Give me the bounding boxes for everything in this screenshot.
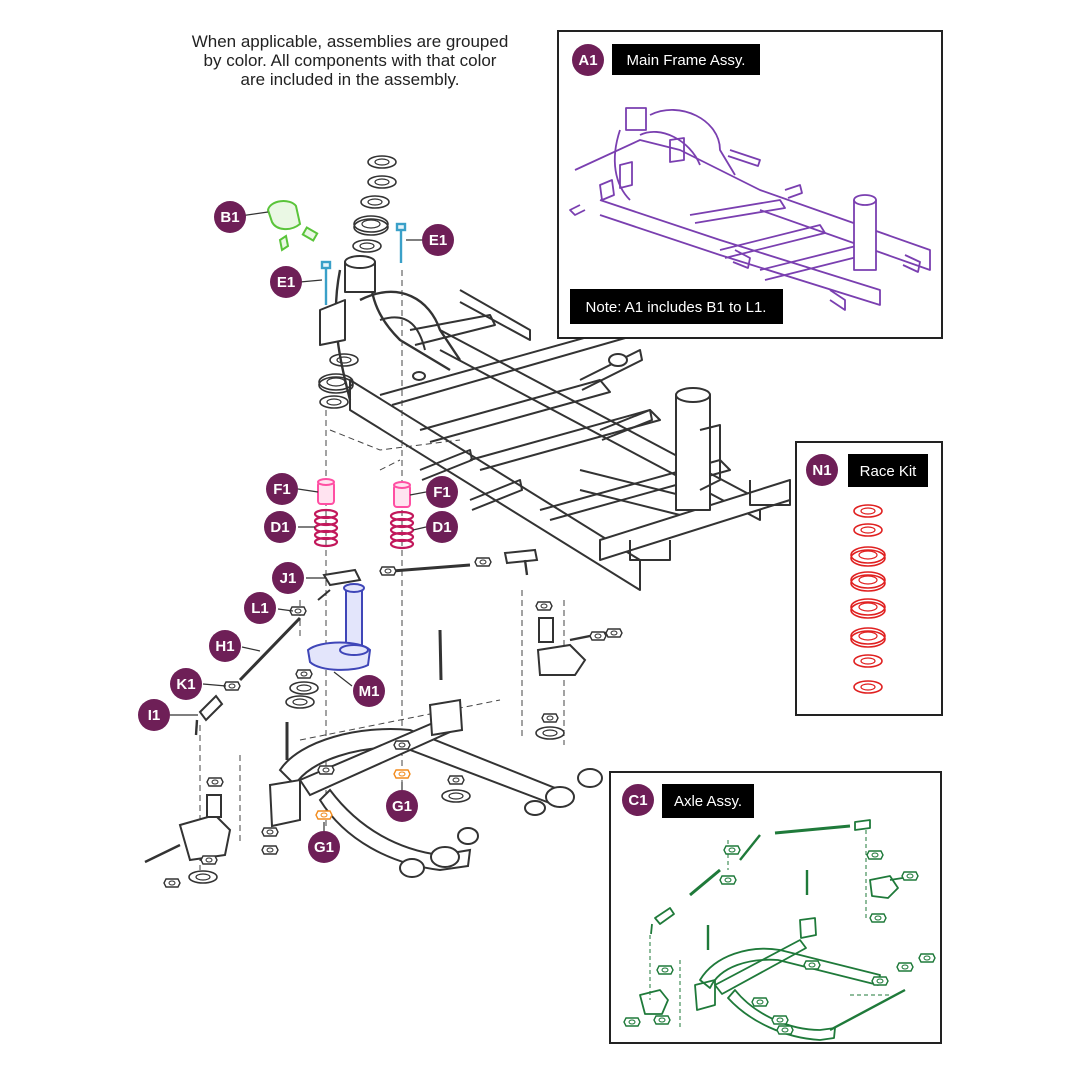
badge-k1: K1 xyxy=(170,668,202,700)
svg-text:N1: N1 xyxy=(812,462,831,479)
inset-axle-title: Axle Assy. xyxy=(674,793,742,810)
inset-axle-drawing xyxy=(639,819,916,1041)
lower-axle-frame xyxy=(268,629,603,878)
e1-bolts xyxy=(320,222,407,305)
callout-leaders xyxy=(170,211,427,832)
badge-d1-left: D1 xyxy=(264,511,296,543)
m1-spindle-part xyxy=(306,583,372,671)
inset-main-frame-badge: A1 xyxy=(572,44,604,76)
svg-text:F1: F1 xyxy=(273,481,291,498)
badge-b1: B1 xyxy=(214,201,246,233)
badge-i1: I1 xyxy=(138,699,170,731)
inset-axle: C1 Axle Assy. xyxy=(609,771,942,1044)
steering-linkage xyxy=(194,548,539,736)
svg-text:E1: E1 xyxy=(277,274,295,291)
instruction-note: When applicable, assemblies are grouped … xyxy=(170,32,530,89)
inset-axle-badge: C1 xyxy=(622,784,654,816)
svg-text:I1: I1 xyxy=(148,707,161,724)
badge-g1-left: G1 xyxy=(308,831,340,863)
svg-text:A1: A1 xyxy=(578,52,597,69)
b1-cap-part xyxy=(266,200,319,252)
wheel-spindles xyxy=(144,617,611,864)
note-line-3: are included in the assembly. xyxy=(240,70,460,89)
svg-text:D1: D1 xyxy=(432,519,451,536)
badge-f1-right: F1 xyxy=(426,476,458,508)
inset-main-frame: A1 Main Frame Assy. Note: xyxy=(557,30,943,339)
svg-text:C1: C1 xyxy=(628,792,647,809)
badge-d1-right: D1 xyxy=(426,511,458,543)
note-line-2: by color. All components with that color xyxy=(203,51,497,70)
d1-springs xyxy=(313,508,415,550)
svg-text:L1: L1 xyxy=(251,600,269,617)
svg-text:F1: F1 xyxy=(433,484,451,501)
svg-text:B1: B1 xyxy=(220,209,239,226)
inset-race-kit-title: Race Kit xyxy=(860,463,918,480)
svg-text:D1: D1 xyxy=(270,519,289,536)
badge-m1: M1 xyxy=(353,675,385,707)
svg-text:E1: E1 xyxy=(429,232,447,249)
badge-h1: H1 xyxy=(209,630,241,662)
svg-text:M1: M1 xyxy=(359,683,380,700)
badge-l1: L1 xyxy=(244,592,276,624)
main-frame-drawing xyxy=(319,255,791,591)
badge-j1: J1 xyxy=(272,562,304,594)
note-line-1: When applicable, assemblies are grouped xyxy=(191,32,509,51)
svg-text:G1: G1 xyxy=(314,839,334,856)
inset-main-frame-footnote: Note: A1 includes B1 to L1. xyxy=(586,299,767,316)
f1-bumpers xyxy=(317,478,411,508)
inset-race-kit: N1 Race Kit xyxy=(795,441,943,716)
badge-f1-left: F1 xyxy=(266,473,298,505)
badge-g1-right: G1 xyxy=(386,790,418,822)
inset-main-frame-drawing xyxy=(569,107,931,311)
inset-main-frame-title: Main Frame Assy. xyxy=(627,52,746,69)
badge-e1-left: E1 xyxy=(270,266,302,298)
svg-text:K1: K1 xyxy=(176,676,195,693)
inset-race-kit-badge: N1 xyxy=(806,454,838,486)
svg-text:H1: H1 xyxy=(215,638,234,655)
svg-text:G1: G1 xyxy=(392,798,412,815)
svg-text:J1: J1 xyxy=(280,570,297,587)
badge-e1-right: E1 xyxy=(422,224,454,256)
